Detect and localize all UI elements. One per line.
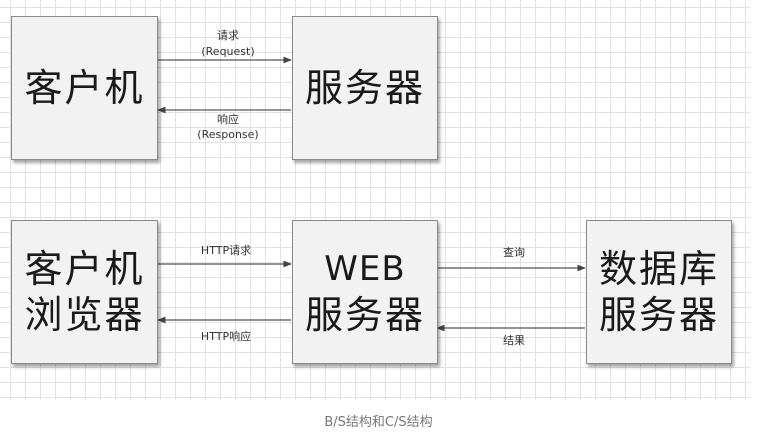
client-box-label: 客户机 [24,66,145,110]
server-box: 服务器 [292,16,438,160]
response-label-en: (Response) [197,128,259,141]
browser-client-line2: 浏览器 [24,293,145,337]
client-box: 客户机 [11,16,158,160]
browser-client-box: 客户机 浏览器 [11,220,158,364]
response-label-cn: 响应 [217,113,239,126]
request-label-cn: 请求 [217,29,239,42]
browser-client-line1: 客户机 [24,247,145,291]
web-server-line1: WEB [324,249,406,289]
request-label-en: (Request) [201,45,255,58]
database-server-box: 数据库 服务器 [586,220,732,364]
web-server-line2: 服务器 [304,293,425,337]
http-response-label: HTTP响应 [200,330,252,343]
result-label: 结果 [503,334,525,347]
web-server-box: WEB 服务器 [292,220,438,364]
figure-caption: B/S结构和C/S结构 [324,415,433,430]
query-label: 查询 [503,246,525,259]
database-server-line2: 服务器 [598,293,719,337]
database-server-line1: 数据库 [598,247,719,291]
server-box-label: 服务器 [304,66,425,110]
http-request-label: HTTP请求 [200,244,252,257]
